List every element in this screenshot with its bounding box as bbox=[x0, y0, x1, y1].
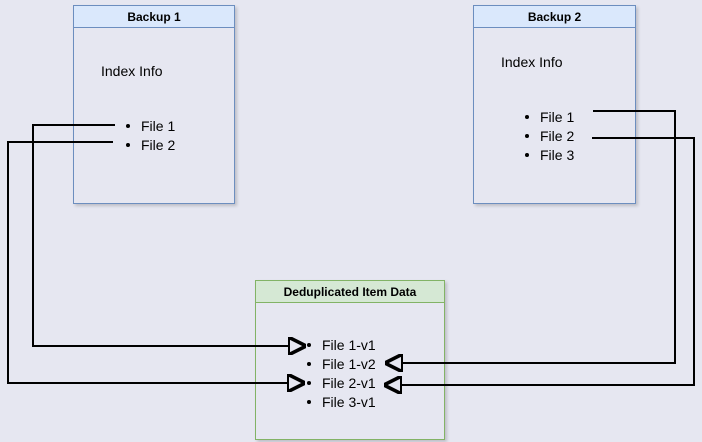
backup2-header: Backup 2 bbox=[474, 6, 635, 28]
dedup-file1v2-label: File 1-v2 bbox=[322, 355, 376, 372]
dedup-header: Deduplicated Item Data bbox=[256, 281, 444, 303]
backup1-index-info-label: Index Info bbox=[101, 63, 163, 79]
backup2-index-info-label: Index Info bbox=[501, 54, 563, 70]
backup1-file1-label: File 1 bbox=[141, 117, 176, 134]
backup2-file3-label: File 3 bbox=[540, 146, 575, 163]
backup2-title: Backup 2 bbox=[527, 9, 582, 24]
list-item: File 2 bbox=[74, 135, 234, 154]
list-item: File 3 bbox=[474, 145, 635, 164]
backup2-file2-label: File 2 bbox=[540, 127, 575, 144]
bullet-icon bbox=[525, 152, 529, 157]
dedup-title: Deduplicated Item Data bbox=[283, 284, 417, 299]
backup1-title: Backup 1 bbox=[127, 9, 181, 24]
bullet-icon bbox=[307, 361, 311, 366]
dedup-file1v1-label: File 1-v1 bbox=[322, 336, 376, 353]
list-item: File 2 bbox=[474, 126, 635, 145]
dedup-file2v1-label: File 2-v1 bbox=[322, 374, 376, 391]
backup1-file-list: File 1 File 2 bbox=[74, 116, 234, 154]
bullet-icon bbox=[307, 380, 311, 385]
bullet-icon bbox=[307, 342, 311, 347]
dedup-file-list: File 1-v1 File 1-v2 File 2-v1 File 3-v1 bbox=[256, 335, 444, 411]
dedup-file3v1-label: File 3-v1 bbox=[322, 393, 376, 410]
backup1-node: Backup 1 Index Info File 1 File 2 bbox=[73, 5, 235, 204]
bullet-icon bbox=[126, 142, 130, 147]
bullet-icon bbox=[525, 114, 529, 119]
list-item: File 1 bbox=[474, 107, 635, 126]
dedup-node: Deduplicated Item Data File 1-v1 File 1-… bbox=[255, 280, 445, 440]
bullet-icon bbox=[307, 399, 311, 404]
list-item: File 1 bbox=[74, 116, 234, 135]
backup1-header: Backup 1 bbox=[74, 6, 234, 28]
bullet-icon bbox=[525, 133, 529, 138]
list-item: File 1-v2 bbox=[256, 354, 444, 373]
bullet-icon bbox=[126, 123, 130, 128]
list-item: File 1-v1 bbox=[256, 335, 444, 354]
backup1-file2-label: File 2 bbox=[141, 136, 176, 153]
backup2-file1-label: File 1 bbox=[540, 108, 575, 125]
backup2-file-list: File 1 File 2 File 3 bbox=[474, 107, 635, 164]
backup2-node: Backup 2 Index Info File 1 File 2 File 3 bbox=[473, 5, 636, 204]
list-item: File 2-v1 bbox=[256, 373, 444, 392]
list-item: File 3-v1 bbox=[256, 392, 444, 411]
